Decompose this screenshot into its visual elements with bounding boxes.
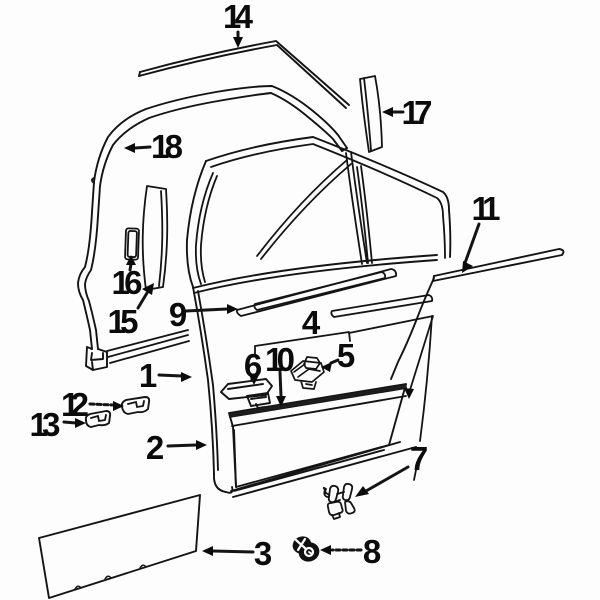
svg-text:1: 1 — [139, 357, 157, 394]
svg-text:18: 18 — [151, 128, 183, 165]
svg-text:7: 7 — [410, 440, 428, 477]
svg-text:5: 5 — [337, 337, 355, 374]
svg-text:13: 13 — [30, 406, 61, 443]
svg-text:8: 8 — [363, 533, 381, 570]
svg-text:4: 4 — [302, 304, 321, 341]
svg-text:2: 2 — [146, 429, 164, 466]
svg-text:6: 6 — [244, 347, 262, 384]
svg-text:17: 17 — [402, 94, 433, 131]
svg-text:11: 11 — [472, 190, 501, 227]
svg-text:9: 9 — [169, 296, 187, 333]
svg-text:12: 12 — [61, 386, 89, 423]
svg-text:3: 3 — [254, 535, 272, 572]
svg-text:14: 14 — [223, 0, 254, 35]
svg-text:10: 10 — [265, 341, 295, 378]
svg-text:15: 15 — [108, 303, 139, 340]
svg-text:16: 16 — [112, 264, 143, 301]
